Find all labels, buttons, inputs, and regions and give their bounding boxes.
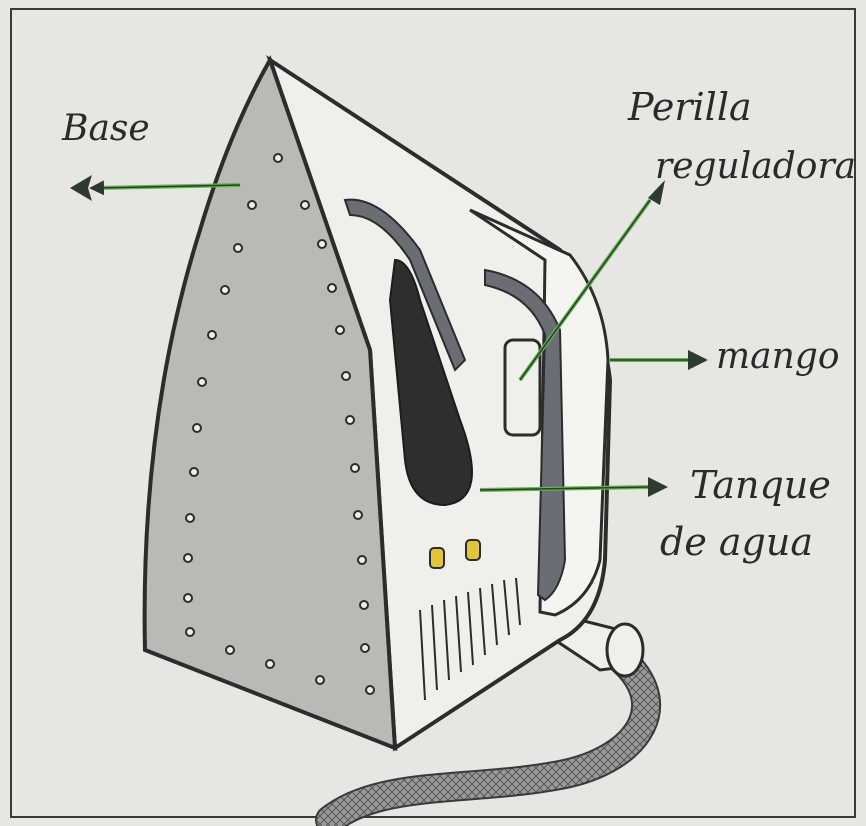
steam-button [430, 548, 444, 568]
label-perilla-line1: Perilla [627, 85, 752, 129]
label-base: Base [61, 108, 150, 149]
callout-mango [610, 350, 708, 370]
arrow-icon [70, 175, 92, 201]
label-tanque-line1: Tanque [690, 463, 831, 507]
label-tanque-line2: de agua [660, 520, 813, 564]
arrow-icon [648, 477, 668, 497]
arrow-icon [688, 350, 708, 370]
regulator-knob [505, 340, 540, 435]
label-mango: mango [716, 336, 840, 377]
spray-button [466, 540, 480, 560]
label-perilla-line2: reguladora [655, 146, 856, 187]
